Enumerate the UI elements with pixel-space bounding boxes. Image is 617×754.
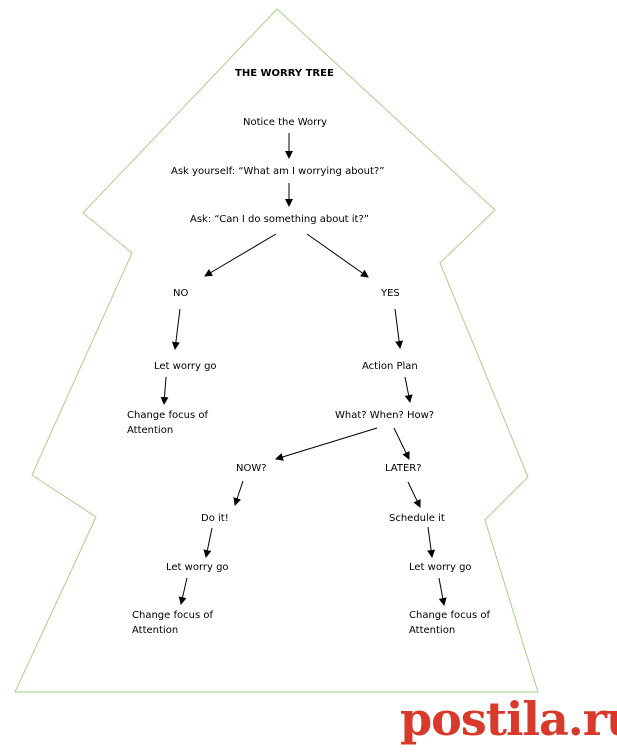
node-let-worry-go-2: Let worry go [166,562,229,573]
arrow-letgo-to-change-left [178,577,188,605]
arrow-what-to-now [275,427,378,461]
node-schedule-it: Schedule it [389,513,445,524]
arrow-what-to-later [393,427,410,460]
arrow-let-go-to-change [160,376,169,405]
arrow-doit-to-letgo [203,527,213,558]
arrow-later-to-schedule [407,481,421,508]
node-later: LATER? [385,463,422,474]
node-change-focus-1: Change focus of Attention [127,410,208,436]
arrow-yes-to-action [394,308,404,349]
node-ask-yourself: Ask yourself: “What am I worrying about?… [171,166,385,177]
node-change-focus-2: Change focus of Attention [132,610,213,636]
node-change-focus-3: Change focus of Attention [409,610,490,636]
arrow-action-to-what [404,376,413,403]
arrow-can-to-no [204,233,277,277]
arrow-no-to-let-go [171,308,181,350]
node-do-it: Do it! [201,513,229,524]
diagram-title: THE WORRY TREE [235,68,334,79]
node-no: NO [173,288,189,299]
node-action-plan: Action Plan [362,361,418,372]
arrow-now-to-doit [233,480,244,506]
node-now: NOW? [236,463,267,474]
node-yes: YES [381,288,400,299]
arrow-can-to-yes [306,233,369,278]
node-what-when-how: What? When? How? [335,410,435,421]
watermark-logo: postila.ru [400,692,617,746]
node-notice-worry: Notice the Worry [243,117,328,128]
arrow-schedule-to-letgo [427,526,436,558]
node-ask-can: Ask: “Can I do something about it?” [190,214,369,225]
node-let-worry-go-3: Let worry go [409,562,472,573]
arrow-letgo-to-change-right [438,577,447,606]
node-let-worry-go-1: Let worry go [154,361,217,372]
tree-outline [14,8,539,693]
